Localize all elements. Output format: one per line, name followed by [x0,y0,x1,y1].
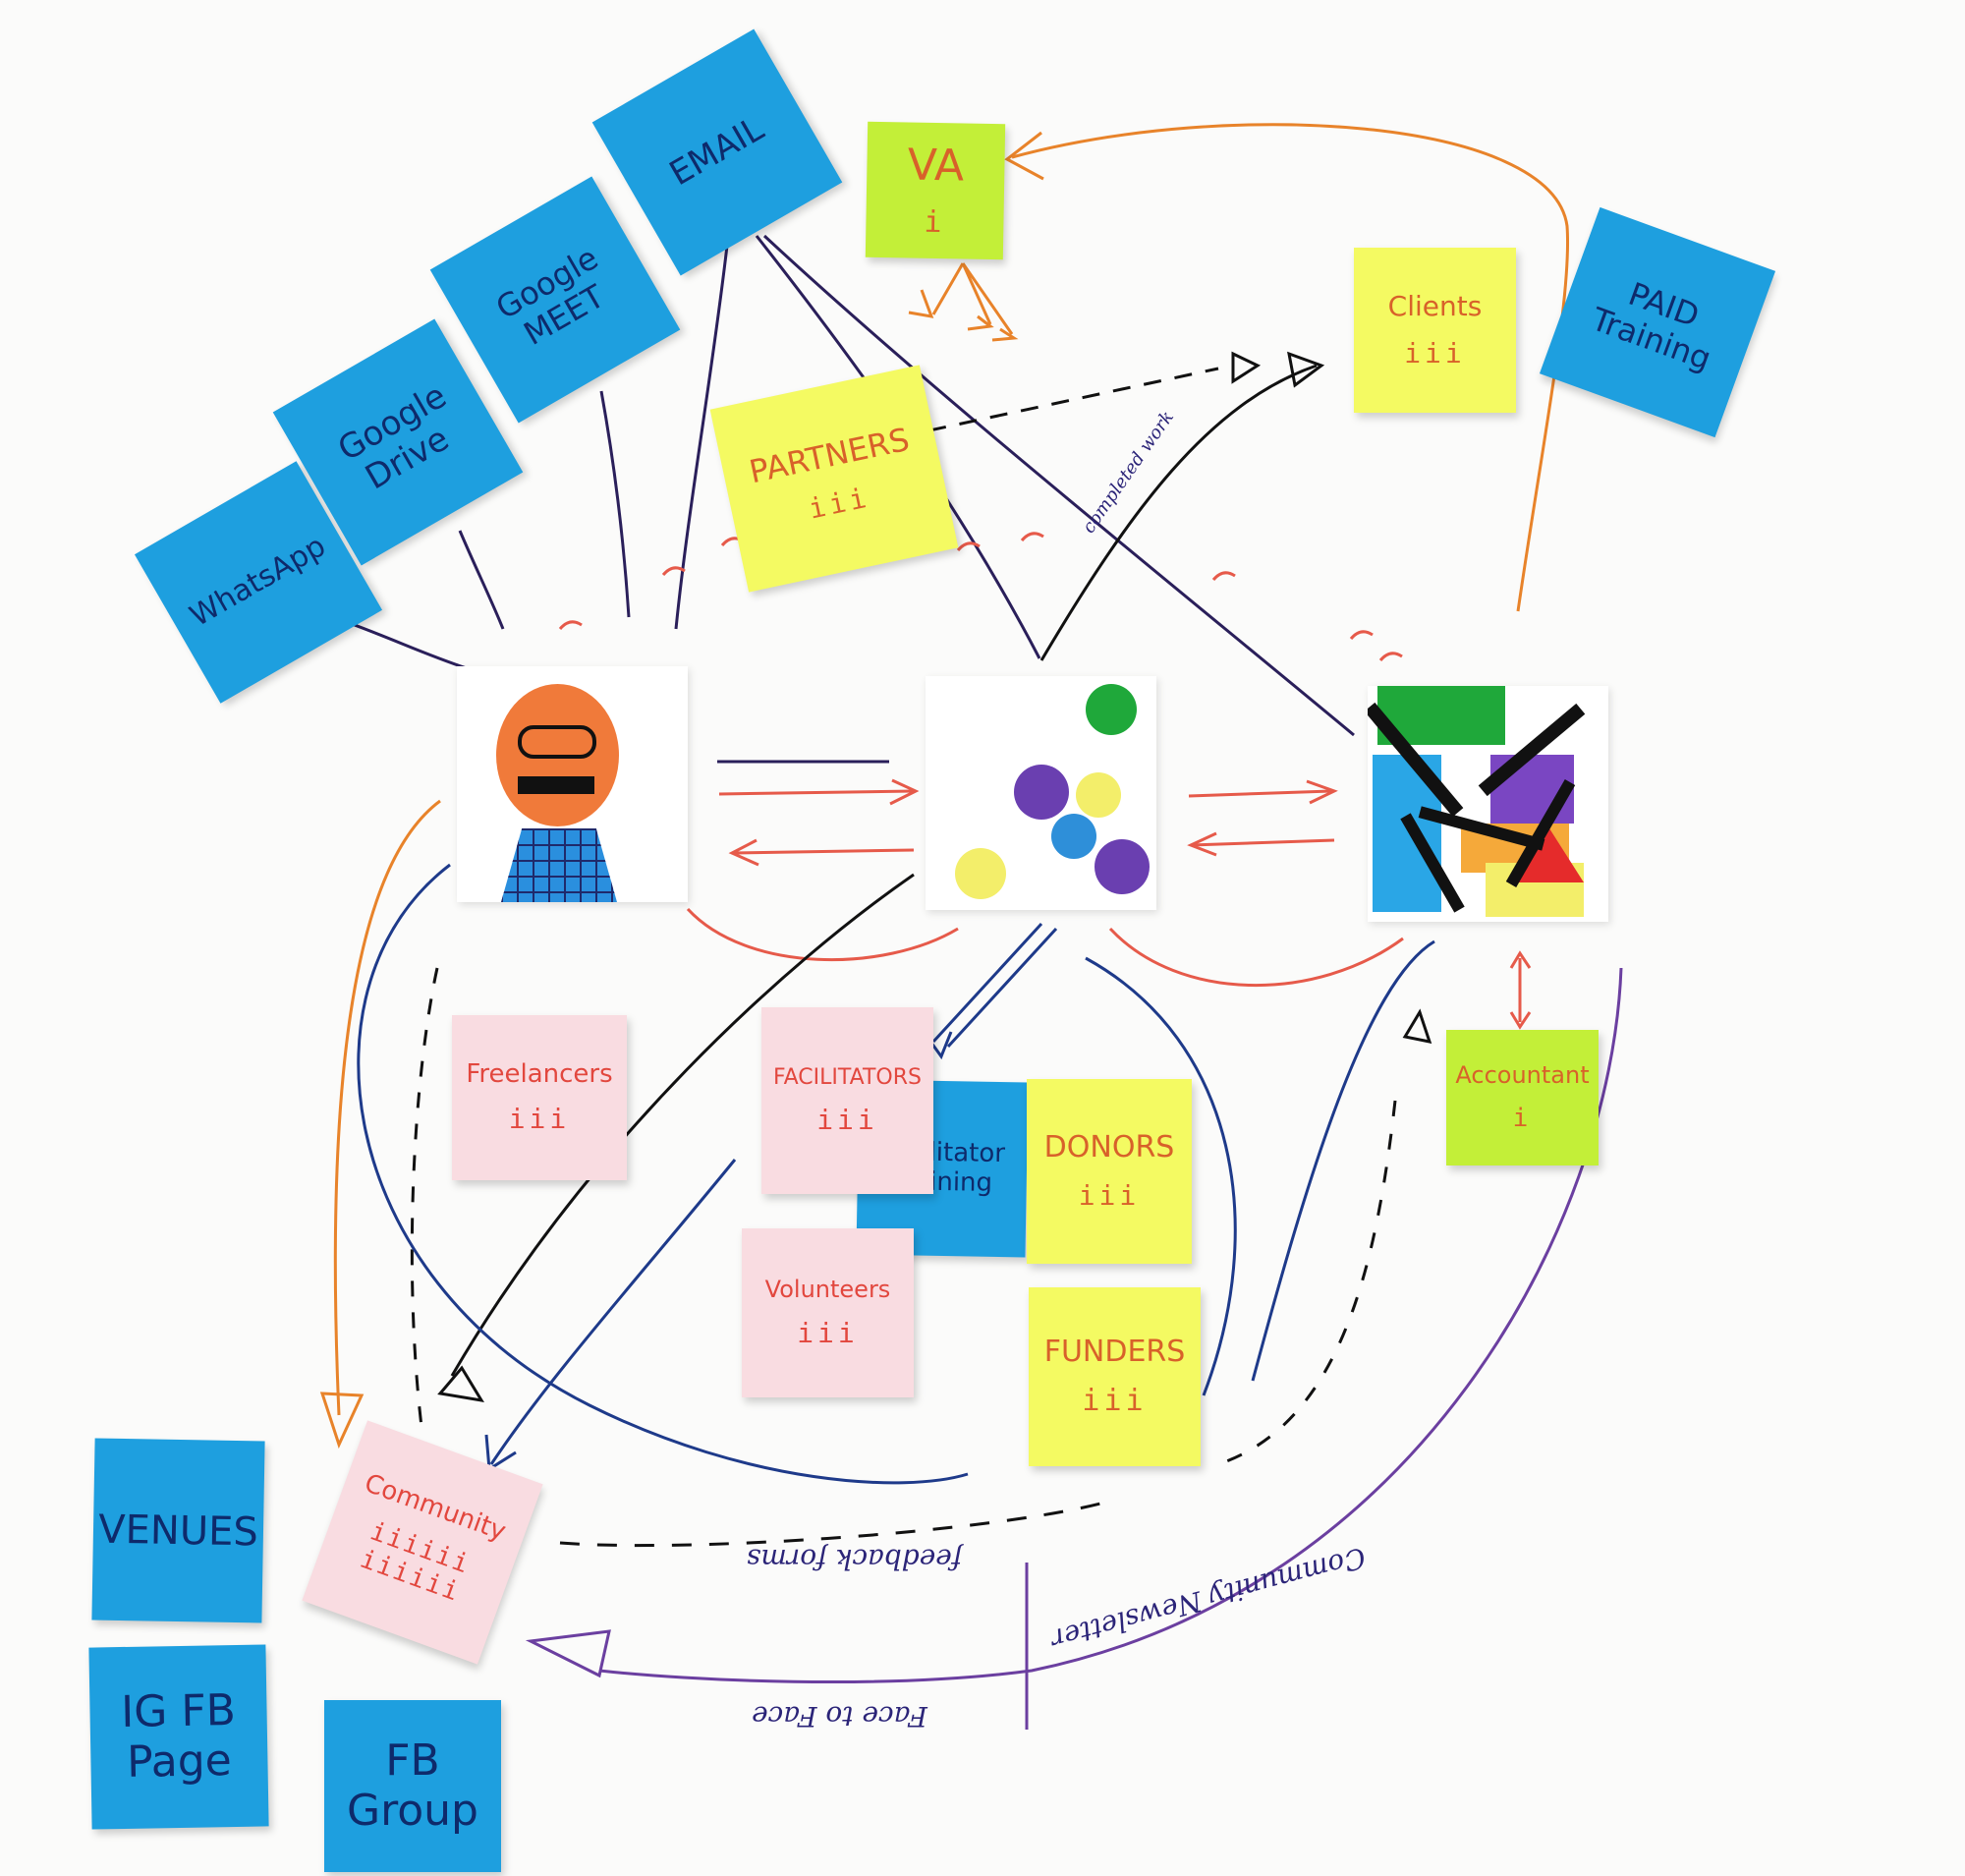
note-clients-label: Clients [1387,290,1483,323]
note-funders-count: iii [1082,1383,1148,1418]
note-whatsapp-label: WhatsApp [184,529,332,635]
note-freelancers: Freelancers iii [452,1015,627,1180]
team-dot-purple-1 [1014,765,1069,820]
note-va-count: i [924,204,946,240]
person-mustache [518,776,594,794]
note-donors-label: DONORS [1043,1130,1175,1165]
note-facilitators-label: FACILITATORS [773,1064,922,1090]
note-google-drive-label: Google Drive [331,375,456,498]
note-facilitators: FACILITATORS iii [761,1007,933,1194]
team-dot-purple-2 [1095,839,1150,894]
note-ig-fb-page: IG FB Page [88,1644,269,1830]
red-arcs [558,532,1532,1030]
note-clients: Clients iii [1354,248,1516,413]
annotation-feedback: feedback forms [747,1543,963,1575]
note-venues: VENUES [91,1438,265,1623]
note-email-label: EMAIL [663,109,771,195]
person-glasses [518,725,596,759]
note-clients-count: iii [1404,336,1466,370]
collage-card [1368,686,1608,922]
team-card [926,676,1156,910]
center-arrows [686,760,1404,988]
note-venues-label: VENUES [97,1506,259,1555]
orange-connectors [319,123,1569,1450]
annotation-face-to-face: Face to Face [752,1700,927,1733]
team-dot-green [1086,684,1137,735]
note-donors-count: iii [1078,1178,1141,1212]
note-accountant-count: i [1512,1103,1533,1133]
note-ig-fb-page-label: IG FB Page [120,1684,237,1788]
note-volunteers-label: Volunteers [764,1275,891,1303]
note-freelancers-count: iii [508,1103,571,1136]
note-fb-group: FB Group [324,1700,501,1872]
note-facilitators-count: iii [816,1104,878,1137]
note-partners-count: iii [806,481,873,526]
note-va-label: VA [907,140,965,192]
note-google-meet-label: Google MEET [489,239,611,353]
team-dot-yellow-1 [1076,772,1121,818]
note-partners-label: PARTNERS [746,420,913,491]
note-donors: DONORS iii [1027,1079,1192,1264]
note-fb-group-label: FB Group [347,1734,478,1836]
note-volunteers: Volunteers iii [742,1228,914,1397]
purple-connectors [525,967,1623,1730]
note-volunteers-count: iii [797,1317,859,1350]
note-freelancers-label: Freelancers [466,1058,613,1089]
navy-connectors [357,863,1435,1485]
person-card [457,666,688,902]
note-funders-label: FUNDERS [1043,1335,1186,1370]
note-paid-training-label: PAID Training [1587,274,1716,378]
note-accountant-label: Accountant [1455,1061,1590,1090]
team-dot-yellow-2 [955,848,1006,899]
note-accountant: Accountant i [1446,1030,1599,1165]
team-dot-blue [1051,814,1096,859]
person-shirt [501,828,617,902]
note-va: VA i [865,121,1006,260]
note-funders: FUNDERS iii [1029,1287,1201,1466]
